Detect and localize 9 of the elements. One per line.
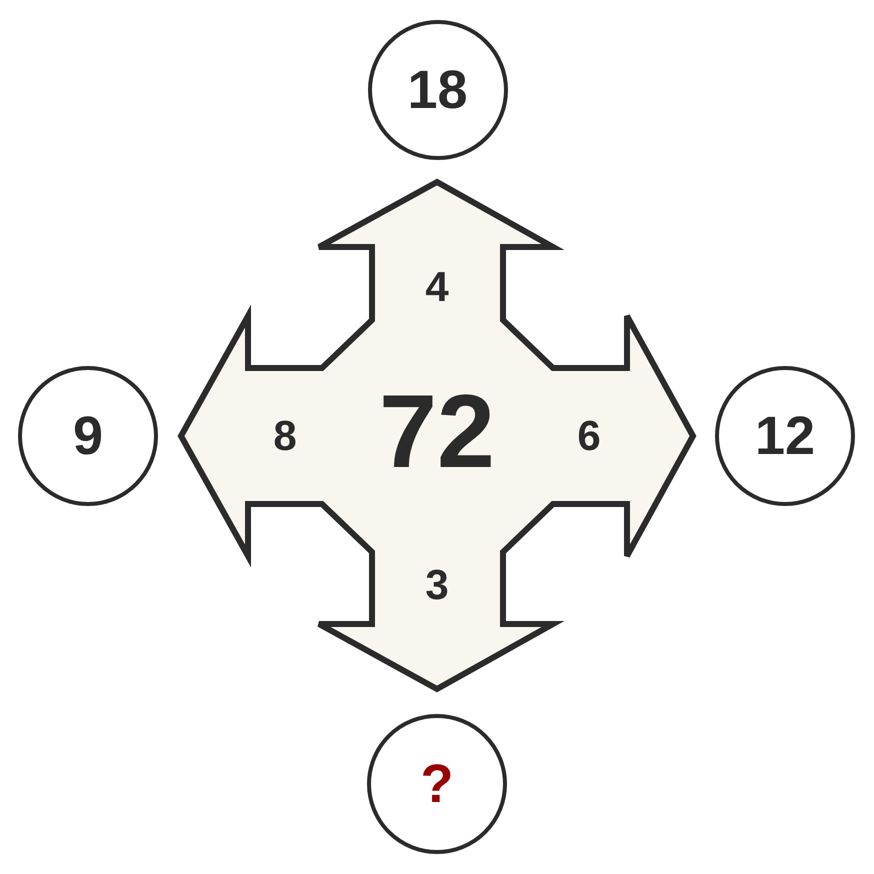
center-number: 72 (379, 380, 495, 484)
number: 9 (72, 409, 104, 463)
arm-number: 3 (425, 564, 449, 606)
number: 12 (754, 409, 816, 463)
arm-number: 6 (577, 415, 601, 457)
number: 18 (407, 63, 468, 117)
arm-number: 8 (273, 415, 297, 457)
question-mark: ? (420, 757, 454, 811)
arm-number: 4 (425, 266, 449, 308)
